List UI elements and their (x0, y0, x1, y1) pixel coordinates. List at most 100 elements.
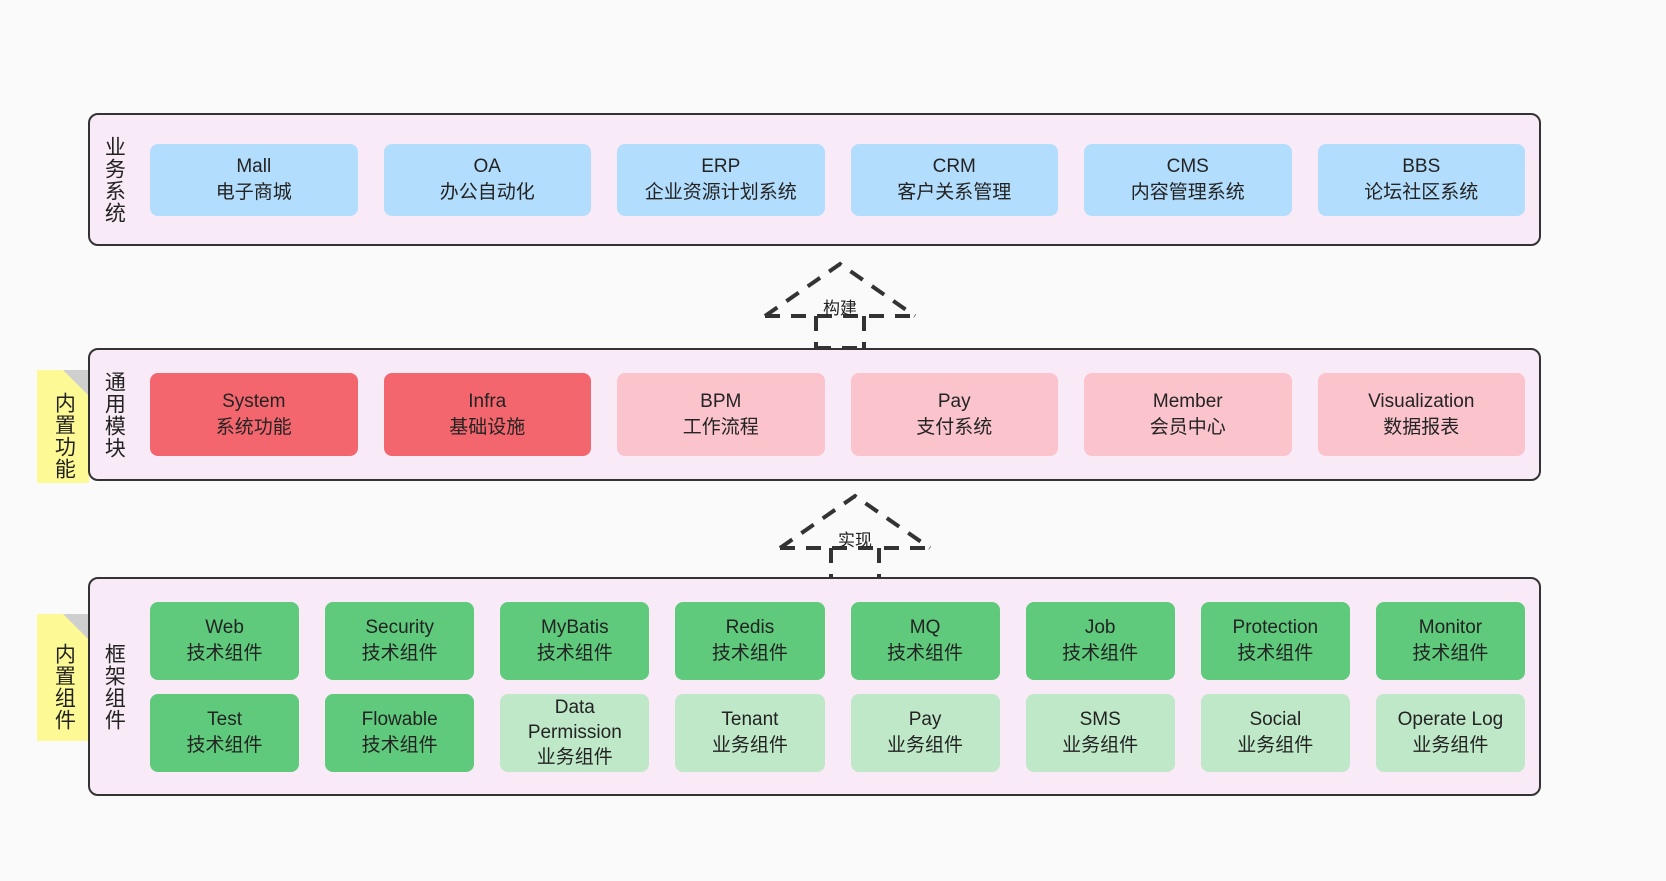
node-subtitle: 技术组件 (361, 734, 438, 756)
node-title: Protection (1232, 617, 1319, 639)
node-subtitle: 客户关系管理 (897, 181, 1012, 203)
node-job[interactable]: Job 技术组件 (1025, 601, 1175, 680)
node-flowable[interactable]: Flowable 技术组件 (325, 693, 475, 772)
layer-body-business: Mall 电子商城 OA 办公自动化 ERP 企业资源计划系统 CRM 客户关系… (136, 115, 1539, 244)
node-subtitle: 业务组件 (536, 747, 613, 769)
node-row: Web 技术组件 Security 技术组件 MyBatis 技术组件 Redi… (150, 601, 1525, 680)
node-title: Member (1152, 391, 1223, 413)
node-subtitle: 技术组件 (1412, 642, 1489, 664)
node-subtitle: 电子商城 (215, 181, 292, 203)
sticky-note-builtin-features: 内置功能 (37, 370, 89, 483)
generalization-arrow-build: 构建 (755, 258, 925, 350)
sticky-fold-icon (63, 614, 89, 640)
layer-caption-business: 业务系统 (102, 135, 126, 224)
node-pay-component[interactable]: Pay 业务组件 (850, 693, 1000, 772)
node-infra[interactable]: Infra 基础设施 (383, 373, 591, 456)
arrow-label-build: 构建 (823, 299, 857, 318)
node-redis[interactable]: Redis 技术组件 (675, 601, 825, 680)
node-crm[interactable]: CRM 客户关系管理 (850, 143, 1058, 216)
node-subtitle: 业务组件 (711, 734, 788, 756)
node-mybatis[interactable]: MyBatis 技术组件 (500, 601, 650, 680)
node-web[interactable]: Web 技术组件 (150, 601, 300, 680)
node-subtitle: 基础设施 (449, 416, 526, 438)
layer-caption-common: 通用模块 (102, 370, 126, 459)
node-oa[interactable]: OA 办公自动化 (383, 143, 591, 216)
node-title: ERP (701, 156, 741, 178)
node-subtitle: 论坛社区系统 (1364, 181, 1479, 203)
node-subtitle: 技术组件 (536, 642, 613, 664)
layer-business-systems: 业务系统 Mall 电子商城 OA 办公自动化 ERP 企业资源计划系统 CRM… (88, 113, 1541, 246)
node-subtitle: 业务组件 (1412, 734, 1489, 756)
node-subtitle: 技术组件 (887, 642, 964, 664)
node-subtitle: 支付系统 (916, 416, 993, 438)
layer-body-framework: Web 技术组件 Security 技术组件 MyBatis 技术组件 Redi… (136, 579, 1539, 794)
node-title: Test (207, 709, 242, 731)
node-social[interactable]: Social 业务组件 (1200, 693, 1350, 772)
node-cms[interactable]: CMS 内容管理系统 (1084, 143, 1292, 216)
node-erp[interactable]: ERP 企业资源计划系统 (617, 143, 825, 216)
node-row: System 系统功能 Infra 基础设施 BPM 工作流程 Pay 支付系统… (150, 373, 1525, 456)
node-tenant[interactable]: Tenant 业务组件 (675, 693, 825, 772)
sticky-note-builtin-components: 内置组件 (37, 614, 89, 741)
node-subtitle: 业务组件 (1062, 734, 1139, 756)
node-bbs[interactable]: BBS 论坛社区系统 (1317, 143, 1525, 216)
node-mq[interactable]: MQ 技术组件 (850, 601, 1000, 680)
node-test[interactable]: Test 技术组件 (150, 693, 300, 772)
node-title: Infra (468, 391, 507, 413)
node-row: Mall 电子商城 OA 办公自动化 ERP 企业资源计划系统 CRM 客户关系… (150, 143, 1525, 216)
node-protection[interactable]: Protection 技术组件 (1200, 601, 1350, 680)
node-title: BPM (700, 391, 742, 413)
node-title: Pay (908, 709, 942, 731)
node-title: Visualization (1368, 391, 1475, 413)
node-title: System (222, 391, 286, 413)
node-title: OA (473, 156, 501, 178)
node-title: MyBatis (541, 617, 609, 639)
node-title: Tenant (721, 709, 779, 731)
node-title: Flowable (361, 709, 438, 731)
node-operate-log[interactable]: Operate Log 业务组件 (1375, 693, 1525, 772)
node-subtitle: 数据报表 (1383, 416, 1460, 438)
node-member[interactable]: Member 会员中心 (1084, 373, 1292, 456)
node-pay[interactable]: Pay 支付系统 (850, 373, 1058, 456)
generalization-arrow-icon (763, 261, 917, 350)
node-data-permission[interactable]: Data Permission 业务组件 (500, 693, 650, 772)
node-visualization[interactable]: Visualization 数据报表 (1317, 373, 1525, 456)
node-title: CRM (932, 156, 976, 178)
generalization-arrow-implement: 实现 (770, 490, 940, 582)
node-title: Pay (937, 391, 971, 413)
node-monitor[interactable]: Monitor 技术组件 (1375, 601, 1525, 680)
node-title: MQ (909, 617, 941, 639)
node-subtitle: 工作流程 (682, 416, 759, 438)
node-subtitle: 技术组件 (711, 642, 788, 664)
node-bpm[interactable]: BPM 工作流程 (617, 373, 825, 456)
node-system[interactable]: System 系统功能 (150, 373, 358, 456)
node-subtitle: 技术组件 (1237, 642, 1314, 664)
layer-common-modules: 通用模块 System 系统功能 Infra 基础设施 BPM 工作流程 Pay… (88, 348, 1541, 481)
node-title: Operate Log (1397, 709, 1504, 731)
node-subtitle: 业务组件 (1237, 734, 1314, 756)
node-subtitle: 企业资源计划系统 (644, 181, 797, 203)
node-subtitle: 技术组件 (1062, 642, 1139, 664)
node-mall[interactable]: Mall 电子商城 (150, 143, 358, 216)
generalization-arrow-icon (778, 493, 932, 582)
node-title: BBS (1402, 156, 1441, 178)
sticky-note-label: 内置功能 (52, 391, 76, 480)
layer-framework-components: 框架组件 Web 技术组件 Security 技术组件 MyBatis 技术组件… (88, 577, 1541, 796)
sticky-fold-icon (63, 370, 89, 396)
node-title: Data Permission (527, 696, 622, 743)
node-subtitle: 系统功能 (215, 416, 292, 438)
node-subtitle: 业务组件 (887, 734, 964, 756)
node-subtitle: 办公自动化 (439, 181, 535, 203)
node-title: Redis (725, 617, 775, 639)
layer-body-common: System 系统功能 Infra 基础设施 BPM 工作流程 Pay 支付系统… (136, 350, 1539, 479)
layer-caption-framework: 框架组件 (102, 642, 126, 731)
node-row: Test 技术组件 Flowable 技术组件 Data Permission … (150, 693, 1525, 772)
sticky-note-label: 内置组件 (52, 642, 76, 731)
node-title: Mall (236, 156, 272, 178)
node-subtitle: 技术组件 (361, 642, 438, 664)
node-security[interactable]: Security 技术组件 (325, 601, 475, 680)
node-sms[interactable]: SMS 业务组件 (1025, 693, 1175, 772)
arrow-label-implement: 实现 (838, 531, 872, 550)
node-title: Monitor (1418, 617, 1483, 639)
